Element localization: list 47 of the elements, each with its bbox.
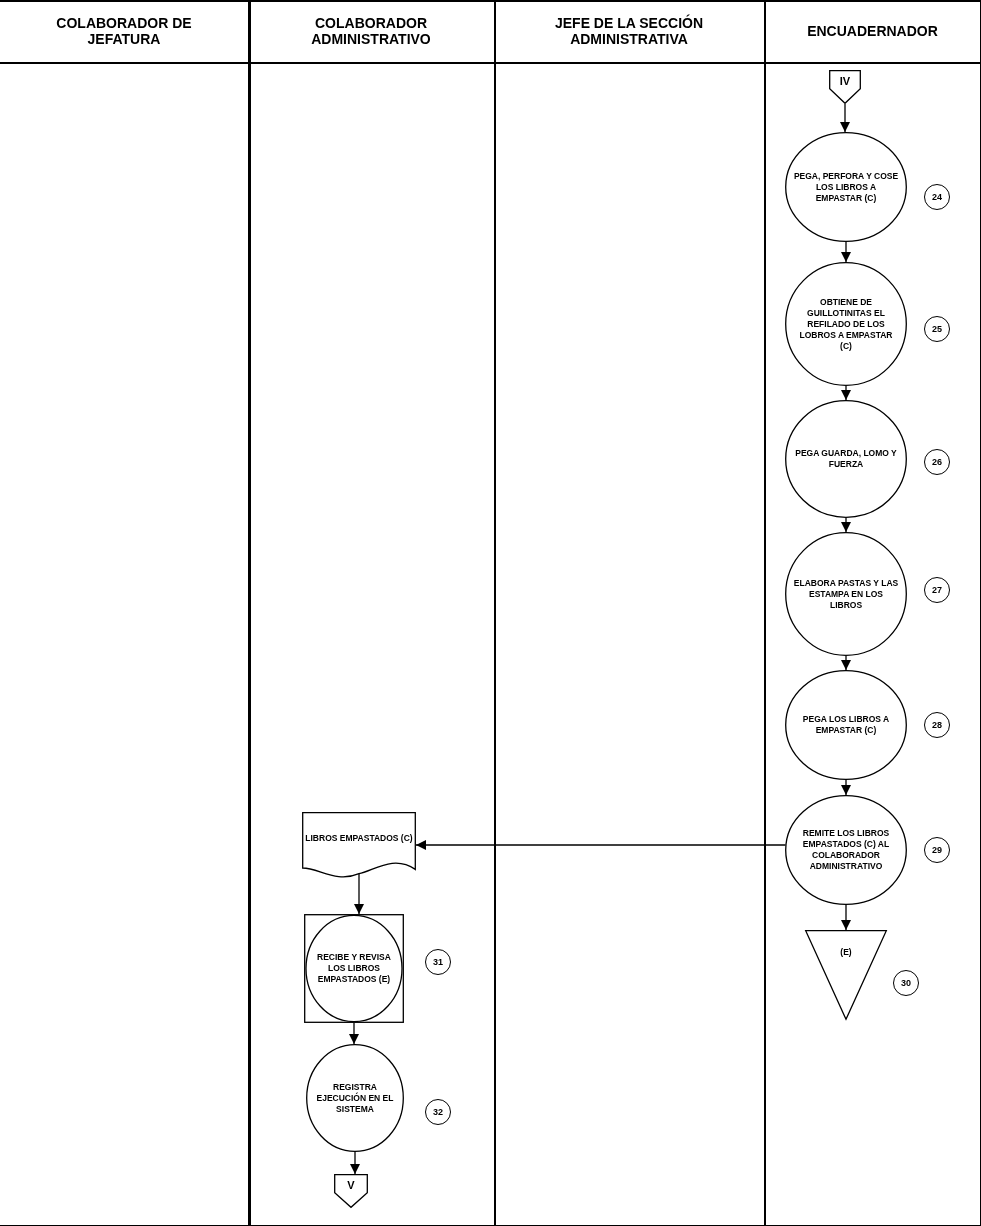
step-text: (E) (840, 946, 852, 958)
step-number: 28 (924, 712, 950, 738)
arrow (840, 779, 852, 796)
process-ellipse (785, 670, 907, 780)
lane-header: COLABORADOR ADMINISTRATIVO (310, 15, 432, 47)
step-number: 29 (924, 837, 950, 863)
arrow (840, 517, 852, 533)
step-text: IV (839, 75, 851, 87)
lane-header: COLABORADOR DE JEFATURA (55, 15, 193, 47)
off-page-connector (829, 70, 861, 104)
arrow (348, 1022, 360, 1045)
step-text: V (347, 1179, 355, 1191)
step-text: PEGA LOS LIBROS A EMPASTAR (C) (801, 714, 891, 736)
process-ellipse (785, 795, 907, 905)
arrow (840, 904, 852, 931)
arrow (353, 872, 365, 915)
process-ellipse (306, 1044, 404, 1152)
step-text: REMITE LOS LIBROS EMPASTADOS (C) AL COLABORADOR ADMINISTRATIVO (801, 828, 891, 872)
process-ellipse (785, 132, 907, 242)
step-text: RECIBE Y REVISA LOS LIBROS EMPASTADOS (E) (316, 952, 392, 985)
arrow (839, 103, 851, 133)
step-number: 30 (893, 970, 919, 996)
step-number: 31 (425, 949, 451, 975)
step-number: 25 (924, 316, 950, 342)
arrow (840, 655, 852, 671)
lane-header: JEFE DE LA SECCIÓN ADMINISTRATIVA (553, 15, 705, 47)
arrow (840, 241, 852, 263)
step-text: PEGA, PERFORA Y COSE LOS LIBROS A EMPASTAR (C) (793, 170, 899, 204)
arrow (840, 385, 852, 401)
step-text: PEGA GUARDA, LOMO Y FUERZA (794, 448, 898, 470)
step-text: ELABORA PASTAS Y LAS ESTAMPA EN LOS LIBROS (793, 577, 899, 611)
process-ellipse (785, 532, 907, 656)
step-text: LIBROS EMPASTADOS (C) (305, 832, 413, 844)
step-number: 24 (924, 184, 950, 210)
arrow (415, 839, 787, 851)
inspection-box (304, 914, 404, 1023)
process-ellipse (785, 262, 907, 386)
step-text: OBTIENE DE GUILLOTINITAS EL REFILADO DE LOS LOBROS A EMPASTAR (C) (798, 296, 894, 352)
step-number: 26 (924, 449, 950, 475)
step-number: 32 (425, 1099, 451, 1125)
off-page-connector (334, 1174, 368, 1208)
archive-triangle (805, 930, 887, 1020)
step-number: 27 (924, 577, 950, 603)
step-text: REGISTRA EJECUCIÓN EN EL SISTEMA (315, 1081, 395, 1115)
lane-header: ENCUADERNADOR (807, 23, 938, 39)
arrow (349, 1151, 361, 1175)
process-ellipse (785, 400, 907, 518)
